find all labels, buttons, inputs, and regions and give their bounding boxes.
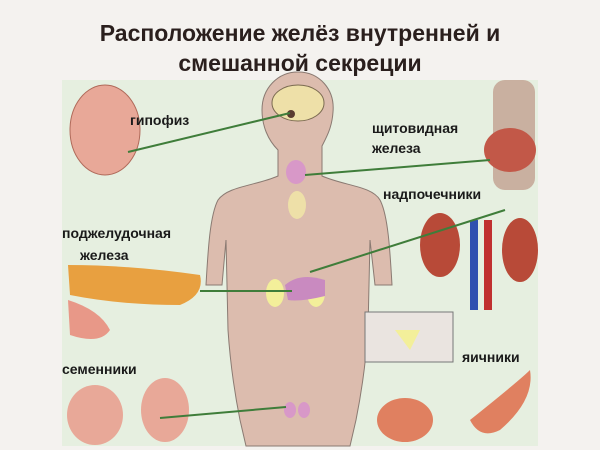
uterus-illustration xyxy=(395,330,420,350)
testes-illustration-right xyxy=(141,378,189,442)
testes-illustration-left xyxy=(67,385,123,445)
kidney-illustration-left xyxy=(420,213,460,277)
ovary-illustration-left xyxy=(377,398,433,442)
leader-line-testes xyxy=(159,406,287,419)
leader-line-thyroid xyxy=(304,159,491,176)
testis-right xyxy=(298,402,310,418)
thymus-gland xyxy=(288,191,306,219)
leader-line-adrenals xyxy=(309,209,506,273)
vein-illustration xyxy=(470,220,478,310)
pancreas-gland xyxy=(285,276,325,301)
label-adrenals: надпочечники xyxy=(383,186,482,202)
body-silhouette xyxy=(205,71,393,447)
artery-illustration xyxy=(484,220,492,310)
label-pituitary: гипофиз xyxy=(130,112,190,128)
leader-line-pituitary xyxy=(127,112,291,153)
kidney-illustration-right xyxy=(502,218,538,282)
label-pancreas-1: поджелудочная xyxy=(62,225,172,241)
pituitary-gland xyxy=(287,110,295,118)
ovary-illustration-right xyxy=(470,370,531,434)
testis-left xyxy=(284,402,296,418)
label-thyroid-2: железа xyxy=(372,140,421,156)
leader-lines xyxy=(127,112,506,419)
testes-illustration-top xyxy=(69,84,141,176)
label-ovaries: яичники xyxy=(462,349,520,365)
title-line-1: Расположение желёз внутренней и xyxy=(99,20,501,46)
brain-icon xyxy=(271,84,325,122)
kidney-left xyxy=(266,279,284,307)
pancreas-illustration xyxy=(68,265,201,305)
page-title: Расположение желёз внутренней и смешанно… xyxy=(0,18,600,78)
thyroid-gland xyxy=(286,160,306,184)
label-testes: семенники xyxy=(62,361,137,377)
label-thyroid-1: щитовидная xyxy=(372,120,459,136)
duodenum-illustration xyxy=(68,300,110,339)
thyroid-lobes xyxy=(484,128,536,172)
label-pancreas-2: железа xyxy=(80,247,129,263)
